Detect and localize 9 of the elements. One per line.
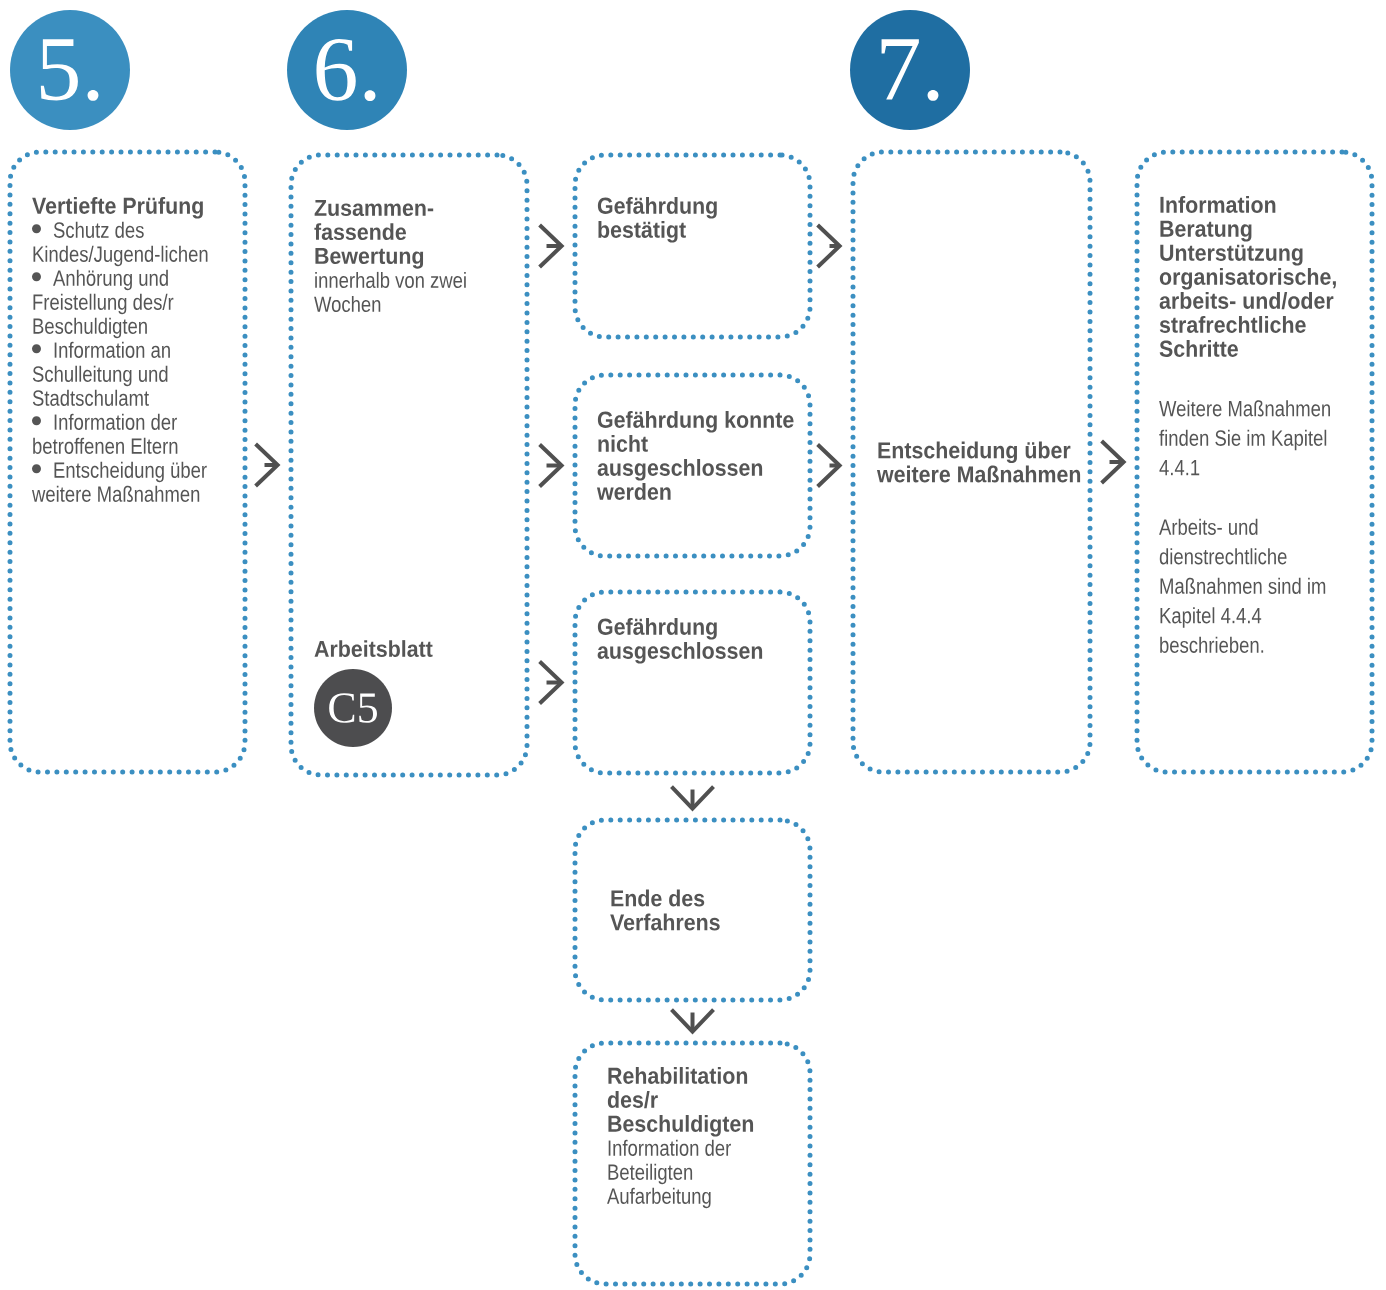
process-box: Entscheidung über weitere Maßnahmen bbox=[850, 149, 1093, 775]
process-box: Gefährdung konnte nicht ausgeschlossen werden bbox=[572, 372, 813, 559]
process-box: Information Beratung Unterstützung organisatorische, arbeits- und/oder strafrechtliche Schritte Weitere Maßnahmen finden Sie im Kapitel 4.4.1 Arbeits- und dienstrechtliche Maßnahmen sind im Kapitel 4.4.4 beschrieben. bbox=[1134, 149, 1375, 775]
process-box: Gefährdung ausgeschlossen bbox=[572, 589, 813, 776]
process-box: Rehabilitation des/r Beschuldigten Information der Beteiligten Aufarbeitung bbox=[572, 1040, 813, 1287]
worksheet-badge: C5 bbox=[314, 669, 392, 747]
process-box: Vertiefte Prüfung Schutz des Kindes/Jugend-lichen Anhörung und Freistellung des/r Beschuldigten Information an Schulleitung und Stadtschulamt Information der betroffenen Eltern Entscheidung über weitere Maßnahmen bbox=[7, 149, 248, 775]
process-box: Gefährdung bestätigt bbox=[572, 152, 813, 340]
process-box: Ende des Verfahrens bbox=[572, 817, 813, 1003]
